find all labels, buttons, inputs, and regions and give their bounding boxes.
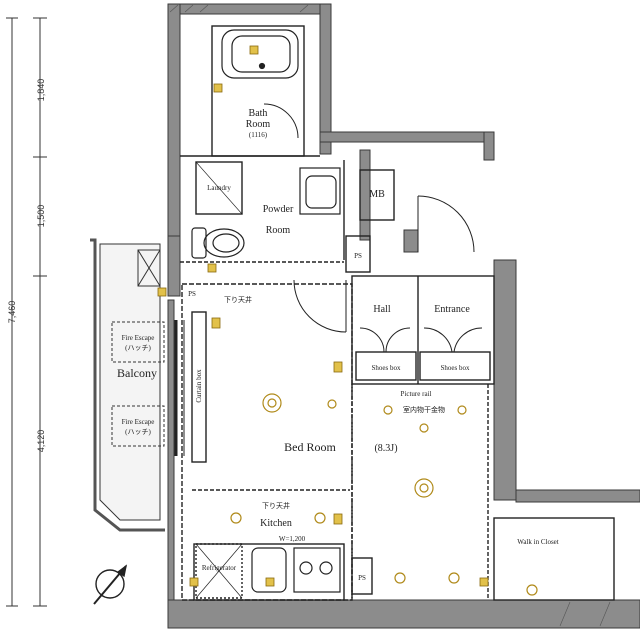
fire-escape-2-label: Fire Escape — [122, 418, 155, 426]
ceiling-light-icon — [383, 405, 393, 415]
interior-walls — [174, 25, 615, 601]
ceiling-light-icon — [262, 393, 282, 413]
refrigerator-label: Refrigerator — [202, 564, 237, 572]
ceiling-light-icon — [314, 512, 326, 524]
kitchen-stove — [293, 547, 341, 593]
ceiling-light-icon — [394, 572, 406, 584]
walls — [167, 3, 640, 629]
doors — [263, 103, 483, 353]
dimension-lines — [6, 17, 47, 607]
outlet-icon — [189, 577, 199, 587]
fire-escape-1-label: Fire Escape — [122, 334, 155, 342]
balcony-label: Balcony — [117, 366, 157, 380]
walk-in-closet-label: Walk in Closet — [517, 538, 558, 546]
kitchen-label: Kitchen — [260, 518, 292, 529]
balcony-area — [90, 238, 165, 532]
bedroom-label: Bed Room — [284, 440, 336, 454]
compass-icon — [93, 564, 128, 605]
outlet-icon — [207, 263, 217, 273]
ceiling-light-icon — [526, 584, 538, 596]
ps-small-label: PS — [188, 290, 196, 298]
lowered-ceiling-1-label: 下り天井 — [224, 295, 252, 304]
kitchen-sink — [251, 547, 287, 593]
powder-room-label: Powder — [263, 204, 294, 215]
outlet-icon — [249, 45, 259, 55]
dim-middle: 1,500 — [36, 205, 46, 228]
dim-upper: 1,840 — [36, 79, 46, 102]
bedroom-size: (8.3J) — [374, 443, 397, 454]
powder-sink — [299, 167, 341, 215]
ps-top-label: PS — [354, 252, 362, 260]
outlet-icon — [213, 83, 223, 93]
ceiling-light-icon — [327, 399, 337, 409]
ceiling-lights — [230, 393, 538, 596]
ceiling-light-icon — [230, 512, 242, 524]
toilet — [191, 227, 245, 259]
powder-room-sub: Room — [266, 225, 291, 236]
ceiling-fixture-label: 室内物干金物 — [403, 405, 445, 414]
ceiling-light-icon — [457, 405, 467, 415]
ceiling-light-icon — [419, 423, 429, 433]
lowered-ceiling-2-label: 下り天井 — [262, 501, 290, 510]
switch-icon — [333, 361, 343, 373]
outlet-icon — [333, 513, 343, 525]
dim-total: 7,460 — [7, 301, 17, 324]
bathtub — [221, 29, 299, 79]
ceiling-light-icon — [414, 478, 434, 498]
outlet-icon — [479, 577, 489, 587]
shoes-box-1-label: Shoes box — [372, 364, 401, 372]
ps-bottom-label: PS — [358, 574, 366, 582]
curtain-box-label: Curtain box — [195, 369, 203, 403]
fire-escape-2-sub: (ハッチ) — [125, 428, 151, 436]
outlet-icon — [157, 287, 167, 297]
bath-room-size: (1116) — [249, 131, 268, 139]
kitchen-width-label: W=1,200 — [279, 535, 306, 543]
fire-escape-1-sub: (ハッチ) — [125, 344, 151, 352]
fixture-outlets — [157, 45, 489, 587]
picture-rail-label: Picture rail — [401, 390, 432, 398]
mb-label: MB — [369, 189, 385, 200]
hall-label: Hall — [373, 304, 390, 315]
entrance-label: Entrance — [434, 304, 470, 315]
bath-room-sub: Room — [246, 119, 271, 130]
dim-lower: 4,120 — [36, 430, 46, 453]
wall-hatch — [169, 4, 611, 627]
laundry-label: Laundry — [207, 184, 231, 192]
switch-icon — [211, 317, 221, 329]
ceiling-light-icon — [448, 572, 460, 584]
shoes-box-2-label: Shoes box — [441, 364, 470, 372]
bath-room-label: Bath — [249, 108, 268, 119]
outlet-icon — [265, 577, 275, 587]
